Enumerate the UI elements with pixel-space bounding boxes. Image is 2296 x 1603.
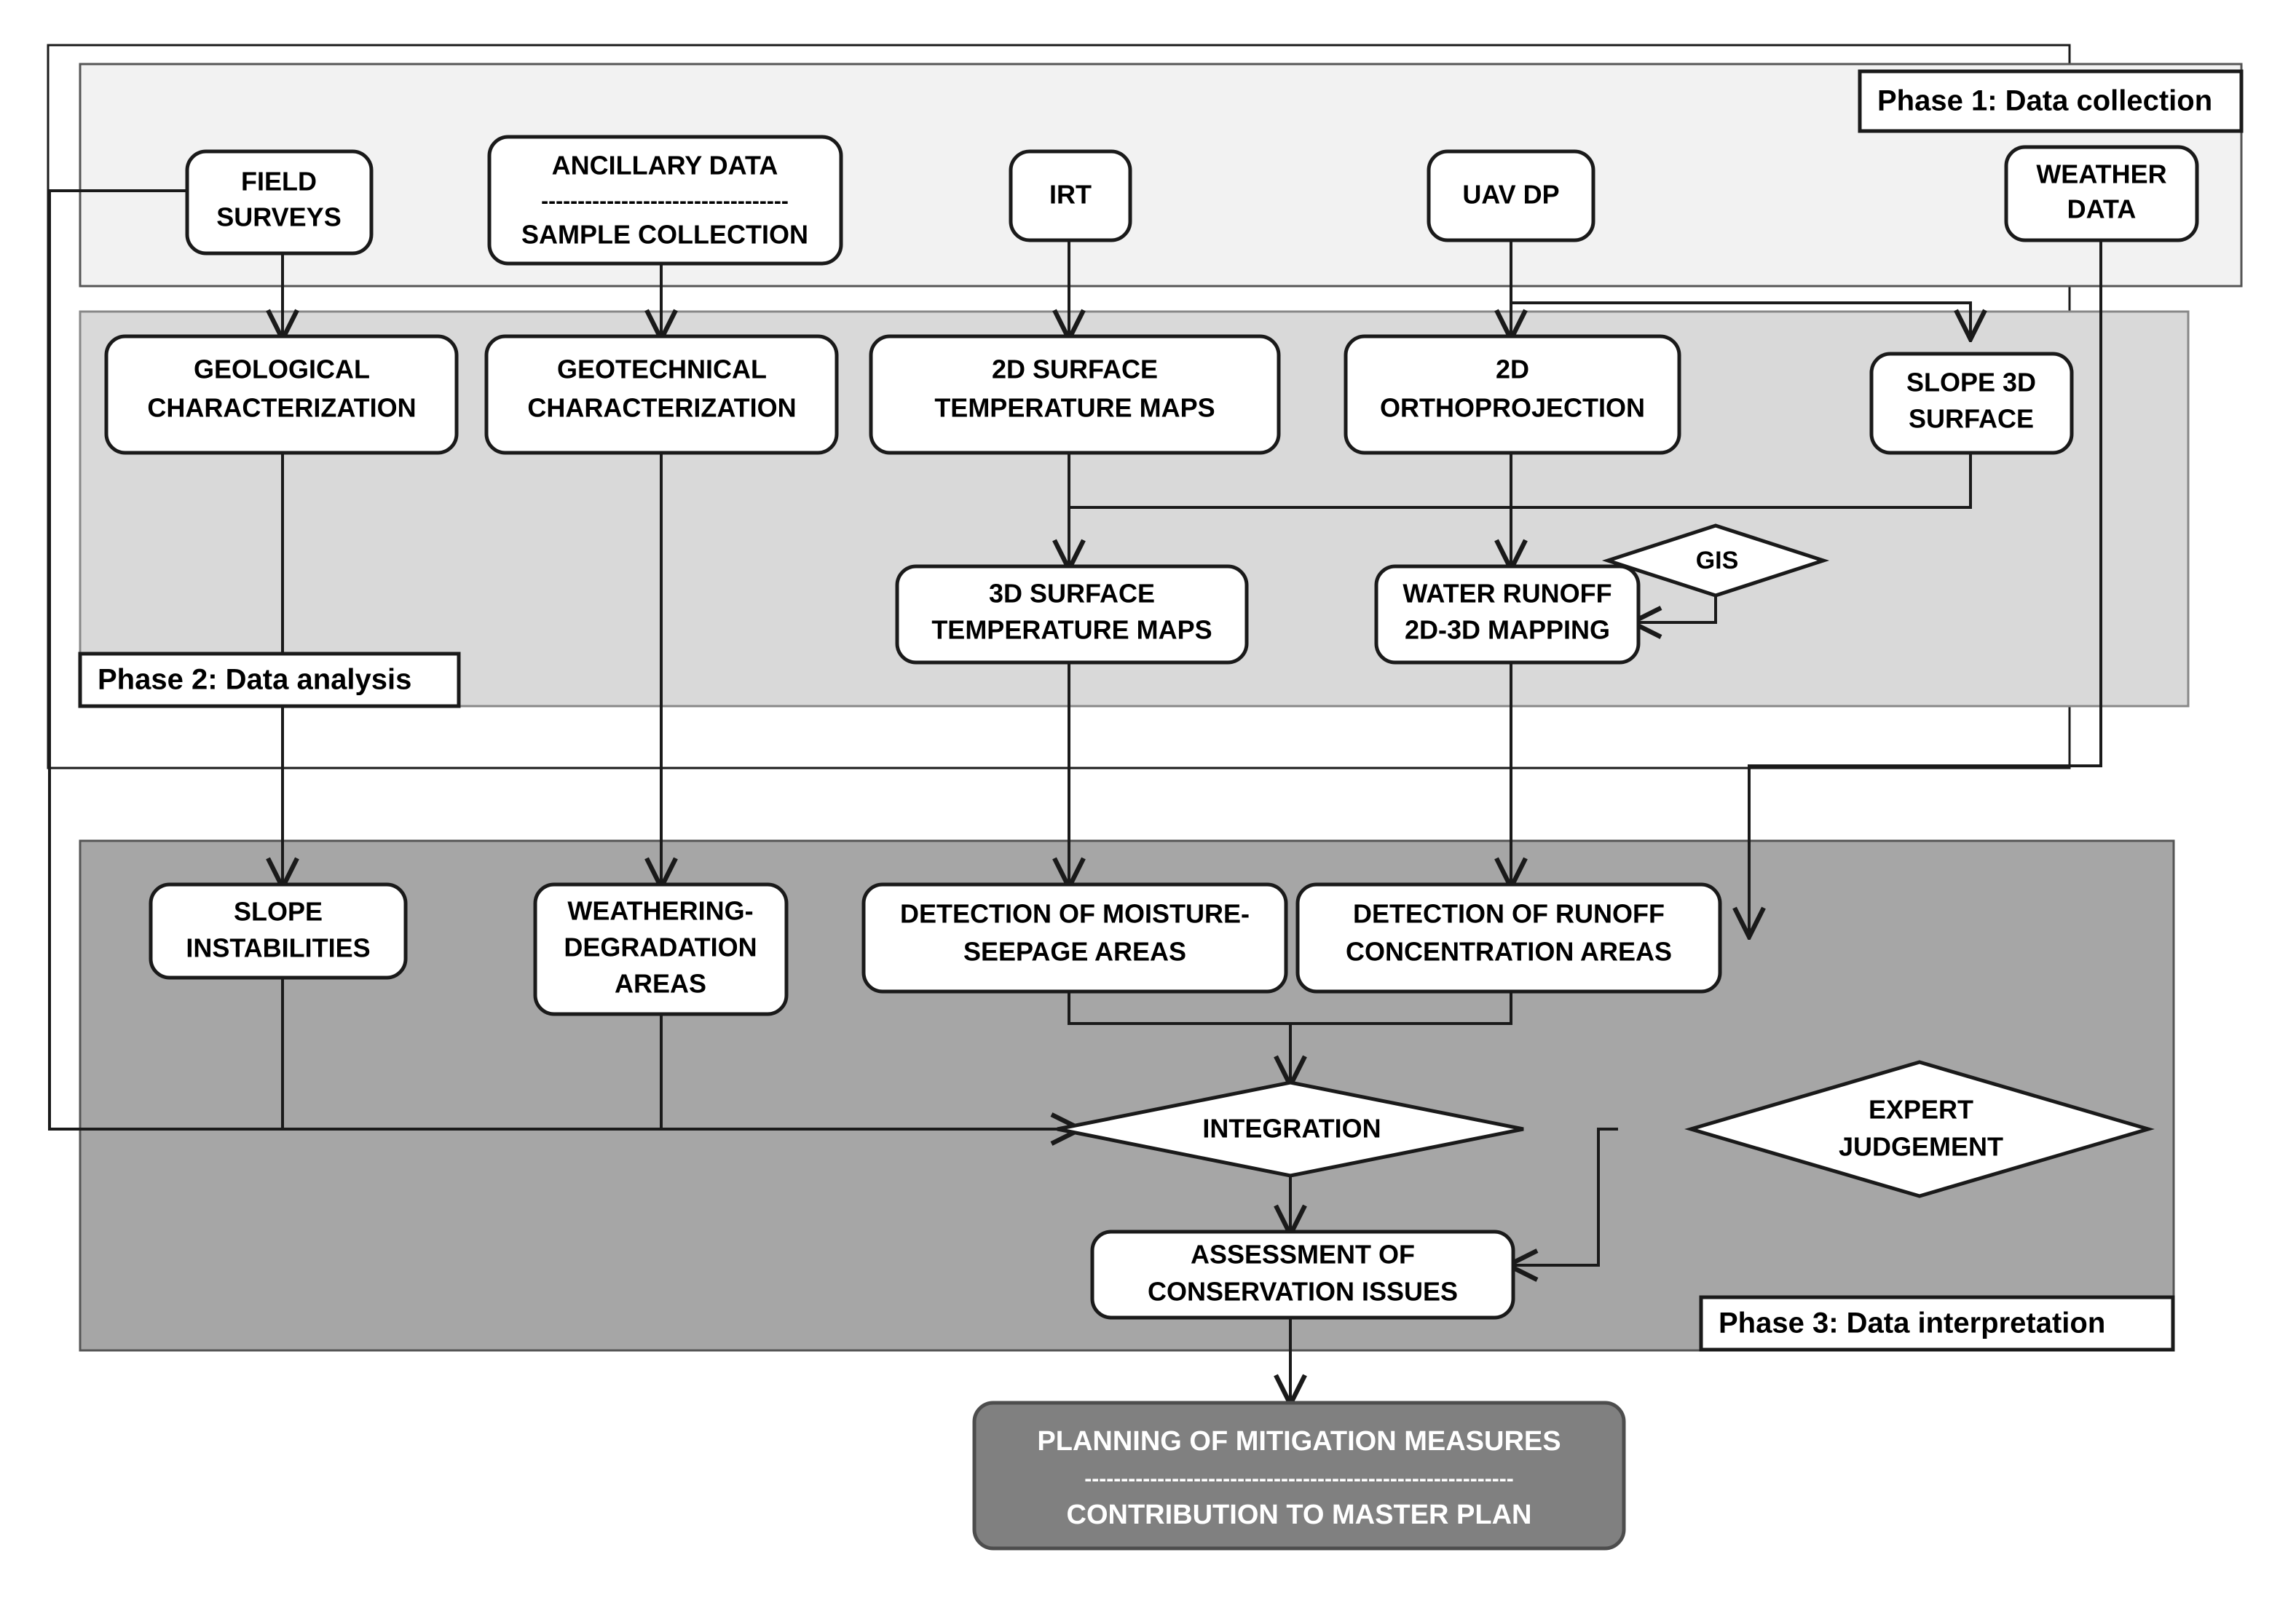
weather-data-line2: DATA xyxy=(2067,194,2137,224)
node-2d-orthoprojection[interactable]: 2D ORTHOPROJECTION xyxy=(1344,334,1681,455)
phase1-label-text: Phase 1: Data collection xyxy=(1877,85,2212,117)
node-slope-instabilities[interactable]: SLOPE INSTABILITIES xyxy=(149,882,408,980)
node-gis-diamond[interactable]: GIS xyxy=(1601,523,1830,598)
expert-line2: JUDGEMENT xyxy=(1839,1132,2003,1162)
phase1-label: Phase 1: Data collection xyxy=(1858,69,2244,133)
node-geological-characterization[interactable]: GEOLOGICAL CHARACTERIZATION xyxy=(104,334,459,455)
node-2d-surface-temperature-maps[interactable]: 2D SURFACE TEMPERATURE MAPS xyxy=(869,334,1281,455)
node-moisture-seepage-detection[interactable]: DETECTION OF MOISTURE- SEEPAGE AREAS xyxy=(861,882,1288,994)
weathering-line2: DEGRADATION xyxy=(564,933,757,962)
ortho-line1: 2D xyxy=(1496,355,1529,384)
phase3-label: Phase 3: Data interpretation xyxy=(1699,1295,2175,1352)
ancillary-data-line1: ANCILLARY DATA xyxy=(552,151,778,181)
final-output-divider: ----------------------------------------… xyxy=(1084,1467,1513,1491)
ancillary-data-line2: SAMPLE COLLECTION xyxy=(521,220,808,250)
final-output-line2: CONTRIBUTION TO MASTER PLAN xyxy=(1067,1500,1532,1530)
gis-label: GIS xyxy=(1696,547,1739,574)
weathering-line1: WEATHERING- xyxy=(567,896,753,926)
node-water-runoff-mapping[interactable]: WATER RUNOFF 2D-3D MAPPING xyxy=(1374,564,1641,665)
edge-gis-to-waterrunoff xyxy=(1635,590,1717,622)
geological-line2: CHARACTERIZATION xyxy=(147,393,416,423)
instabilities-line1: SLOPE xyxy=(234,897,323,927)
node-weather-data[interactable]: WEATHER DATA xyxy=(2004,145,2199,242)
edge-slope3d-rail xyxy=(1069,453,1972,509)
node-irt[interactable]: IRT xyxy=(1009,149,1132,242)
weather-data-line1: WEATHER xyxy=(2036,159,2166,189)
runoffareas-line2: CONCENTRATION AREAS xyxy=(1346,937,1672,967)
node-field-surveys[interactable]: FIELD SURVEYS xyxy=(185,149,374,256)
node-integration-diamond[interactable]: INTEGRATION xyxy=(1057,1080,1524,1178)
edge-field-to-integration xyxy=(48,189,1078,1129)
node-weathering-degradation-areas[interactable]: WEATHERING- DEGRADATION AREAS xyxy=(533,882,789,1016)
temp2d-line2: TEMPERATURE MAPS xyxy=(934,393,1215,423)
phase3-label-text: Phase 3: Data interpretation xyxy=(1719,1307,2105,1339)
instabilities-line2: INSTABILITIES xyxy=(186,933,370,963)
phase2-label-text: Phase 2: Data analysis xyxy=(98,664,411,696)
node-expert-judgement-diamond[interactable]: EXPERT JUDGEMENT xyxy=(1684,1060,2155,1198)
node-runoff-concentration-detection[interactable]: DETECTION OF RUNOFF CONCENTRATION AREAS xyxy=(1295,882,1722,994)
temp2d-line1: 2D SURFACE xyxy=(992,355,1158,384)
moisture-line1: DETECTION OF MOISTURE- xyxy=(900,899,1250,929)
phase2-label: Phase 2: Data analysis xyxy=(78,652,461,708)
geological-line1: GEOLOGICAL xyxy=(194,355,370,384)
temp3d-line1: 3D SURFACE xyxy=(989,579,1155,609)
final-output-line1: PLANNING OF MITIGATION MEASURES xyxy=(1037,1426,1561,1457)
runoffareas-line1: DETECTION OF RUNOFF xyxy=(1353,899,1665,929)
irt-label: IRT xyxy=(1049,180,1092,210)
node-3d-surface-temperature-maps[interactable]: 3D SURFACE TEMPERATURE MAPS xyxy=(895,564,1249,665)
node-slope-3d-surface[interactable]: SLOPE 3D SURFACE xyxy=(1869,352,2074,455)
uav-dp-label: UAV DP xyxy=(1462,180,1559,210)
node-geotechnical-characterization[interactable]: GEOTECHNICAL CHARACTERIZATION xyxy=(484,334,839,455)
ancillary-data-divider: ---------------------------------- xyxy=(541,189,789,213)
node-uav-dp[interactable]: UAV DP xyxy=(1427,149,1595,242)
assessment-line1: ASSESSMENT OF xyxy=(1191,1240,1415,1270)
slope3d-line2: SURFACE xyxy=(1909,404,2034,434)
ortho-line2: ORTHOPROJECTION xyxy=(1380,393,1645,423)
expert-line1: EXPERT xyxy=(1869,1095,1973,1125)
edge-expert-to-assessment xyxy=(1511,1128,1618,1265)
waterrunoff-line1: WATER RUNOFF xyxy=(1403,579,1611,609)
node-ancillary-data[interactable]: ANCILLARY DATA -------------------------… xyxy=(487,135,843,266)
node-final-output[interactable]: PLANNING OF MITIGATION MEASURES --------… xyxy=(972,1401,1626,1551)
field-surveys-line2: SURVEYS xyxy=(216,202,341,232)
integration-label: INTEGRATION xyxy=(1202,1114,1381,1144)
field-surveys-line1: FIELD xyxy=(241,167,317,197)
slope3d-line1: SLOPE 3D xyxy=(1906,368,2036,397)
assessment-line2: CONSERVATION ISSUES xyxy=(1148,1277,1458,1307)
edge-uav-to-slope3d xyxy=(1511,301,1970,336)
geotechnical-line1: GEOTECHNICAL xyxy=(557,355,767,384)
temp3d-line2: TEMPERATURE MAPS xyxy=(931,615,1212,645)
node-assessment-conservation-issues[interactable]: ASSESSMENT OF CONSERVATION ISSUES xyxy=(1090,1230,1515,1320)
waterrunoff-line2: 2D-3D MAPPING xyxy=(1405,615,1610,645)
edge-weather-to-runoff-areas xyxy=(1749,240,2102,934)
moisture-line2: SEEPAGE AREAS xyxy=(963,937,1186,967)
geotechnical-line2: CHARACTERIZATION xyxy=(527,393,796,423)
weathering-line3: AREAS xyxy=(615,969,706,999)
